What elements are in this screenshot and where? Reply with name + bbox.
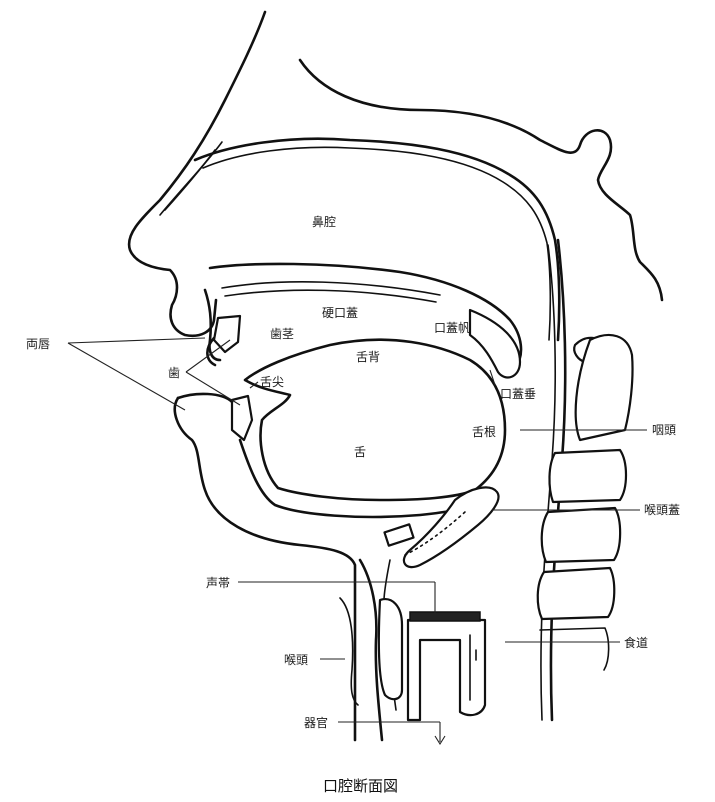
label-nasal-cavity: 鼻腔 bbox=[312, 214, 336, 229]
soft-palate bbox=[470, 310, 520, 377]
vocal-cords-band bbox=[410, 612, 480, 621]
label-alveolar-ridge: 歯茎 bbox=[270, 327, 294, 341]
nasal-cavity-roof bbox=[195, 139, 559, 340]
label-lips: 両唇 bbox=[26, 337, 50, 351]
lower-teeth bbox=[232, 396, 252, 440]
label-tongue-root: 舌根 bbox=[472, 425, 496, 439]
skull-base-outline bbox=[300, 60, 662, 300]
label-esophagus: 食道 bbox=[624, 635, 648, 650]
label-teeth: 歯 bbox=[168, 366, 180, 380]
label-hard-palate: 硬口蓋 bbox=[322, 306, 358, 320]
cervical-spine bbox=[538, 335, 633, 670]
label-tongue-tip: 舌尖 bbox=[260, 375, 284, 389]
label-pharynx: 咽頭 bbox=[652, 423, 676, 437]
label-soft-palate: 口蓋帆 bbox=[434, 320, 470, 335]
label-epiglottis: 喉頭蓋 bbox=[644, 503, 680, 517]
hard-palate-bone bbox=[222, 282, 440, 302]
label-tongue: 舌 bbox=[354, 445, 366, 459]
label-uvula: 口蓋垂 bbox=[500, 387, 536, 401]
nasal-cavity-roof-inner bbox=[203, 147, 550, 340]
vertebra-c5 bbox=[538, 568, 615, 619]
hyoid-bone bbox=[384, 524, 413, 545]
vertebra-c4 bbox=[542, 508, 620, 562]
label-tongue-back: 舌背 bbox=[356, 350, 380, 364]
leader-lips-upper bbox=[68, 338, 205, 343]
arytenoid bbox=[379, 599, 402, 699]
upper-teeth bbox=[214, 316, 240, 352]
diagram-caption: 口腔断面図 bbox=[323, 777, 398, 795]
face-profile-outline bbox=[129, 12, 355, 740]
label-vocal-cords: 声帯 bbox=[206, 576, 230, 590]
esophagus-tube bbox=[408, 620, 485, 720]
vertebra-c3 bbox=[549, 450, 626, 502]
label-trachea: 器官 bbox=[304, 715, 328, 730]
leader-teeth-lower bbox=[186, 372, 240, 405]
label-larynx: 喉頭 bbox=[284, 653, 308, 667]
